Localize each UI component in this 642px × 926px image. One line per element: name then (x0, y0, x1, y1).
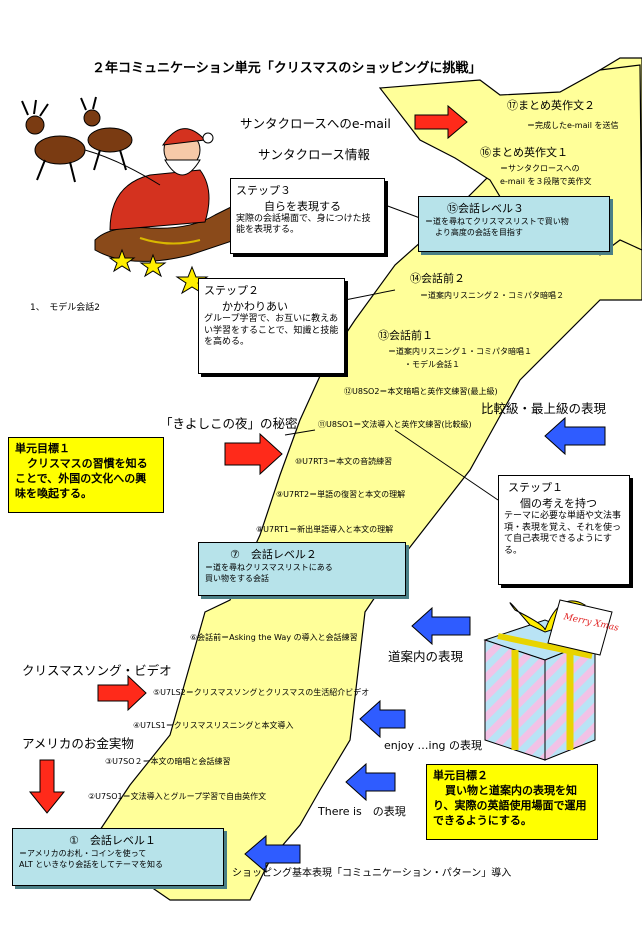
step-3-box: ステップ３ 自らを表現する 実際の会話場面で、身につけた技能を表現する。 (230, 178, 385, 254)
level-3-line1: ＝道を尋ねてクリスマスリストで買い物 (425, 217, 569, 226)
level-3-line2: より高度の会話を目指す (435, 228, 523, 237)
lesson-item-12: ⑫U8SO2＝本文暗唱と英作文練習(最上級) (344, 387, 498, 396)
blue-arrow-icon (411, 606, 471, 646)
red-arrow-icon (97, 674, 147, 712)
label-there-is: There is の表現 (318, 805, 406, 818)
step-1-title: ステップ１ (508, 481, 563, 494)
star-icon (139, 253, 167, 278)
step-3-body: 実際の会話場面で、身につけた技能を表現する。 (236, 214, 371, 236)
unit-goal-2-title: 単元目標２ (433, 769, 488, 782)
label-directions: 道案内の表現 (388, 649, 464, 664)
blue-arrow-icon (544, 416, 606, 456)
label-model-dialog: 1、 モデル会話2 (30, 303, 100, 313)
lesson-item-5: ⑤U7LS2＝クリスマスソングとクリスマスの生活紹介ビデオ (153, 688, 370, 697)
unit-goal-1-box: 単元目標１ クリスマスの習慣を知ることで、外国の文化への興味を喚起する。 (8, 437, 164, 513)
step-2-title: ステップ２ (204, 284, 259, 297)
lesson-item-16-line1: ＝サンタクロースへの (500, 164, 580, 173)
step-1-body: テーマに必要な単語や文法事項・表現を覚え、それを使って自己表現できるようにする。 (504, 511, 622, 557)
santa-sleigh-illustration (21, 96, 243, 262)
lesson-item-13-line1: ＝道案内リスニング１・コミパタ暗唱１ (388, 347, 532, 356)
lesson-item-14-title: ⑭会話前２ (410, 272, 465, 285)
label-america-money: アメリカのお金実物 (22, 736, 134, 751)
level-1-line1: ＝アメリカのお札・コインを使って (19, 849, 147, 858)
unit-goal-1-title: 単元目標１ (15, 442, 70, 455)
conversation-level-1-box: ① 会話レベル１ ＝アメリカのお札・コインを使って ALT といきなり会話をして… (12, 828, 224, 886)
unit-goal-2-box: 単元目標２ 買い物と道案内の表現を知り、実際の英語使用場面で運用できるようにする… (426, 764, 598, 840)
lesson-item-4: ④U7LS1＝クリスマスリスニングと本文導入 (133, 721, 294, 730)
level-1-line2: ALT といきなり会話をしてテーマを知る (19, 860, 164, 869)
page-title: ２年コミュニケーション単元「クリスマスのショッピングに挑戦」 (92, 61, 482, 76)
lesson-item-8: ⑧U7RT1＝新出単語導入と本文の理解 (256, 525, 394, 534)
lesson-item-16-title: ⑯まとめ英作文１ (480, 146, 568, 159)
gift-box-illustration (483, 599, 613, 761)
step-1-subtitle: 個の考えを持つ (520, 497, 597, 510)
label-santa-email: サンタクロースへのe-mail (240, 116, 391, 131)
label-christmas-song: クリスマスソング・ビデオ (22, 663, 172, 678)
lesson-item-16-line2: e-mail を３段階で英作文 (500, 177, 592, 186)
blue-arrow-icon (345, 762, 396, 802)
label-santa-info: サンタクロース情報 (258, 147, 370, 162)
lesson-item-13-line2: ・モデル会話１ (404, 360, 460, 369)
lesson-item-14-line1: ＝道案内リスニング２・コミパタ暗唱２ (420, 291, 564, 300)
unit-goal-2-body: 買い物と道案内の表現を知り、実際の英語使用場面で運用できるようにする。 (433, 783, 587, 827)
red-arrow-icon (28, 759, 66, 814)
blue-arrow-icon (244, 834, 301, 874)
conversation-level-3-box: ⑮会話レベル３ ＝道を尋ねてクリスマスリストで買い物 より高度の会話を目指す (418, 196, 610, 252)
star-icon (108, 248, 136, 273)
label-silent-night: 「きよしこの夜」の秘密 (160, 416, 298, 431)
conversation-level-2-box: ⑦ 会話レベル２ ＝道を尋ねクリスマスリストにある 買い物をする会話 (198, 542, 406, 596)
lesson-item-3: ③U7SO２＝本文の暗唱と会話練習 (105, 757, 231, 766)
label-comparative: 比較級・最上級の表現 (481, 401, 607, 416)
blue-arrow-icon (359, 699, 406, 739)
lesson-item-10: ⑩U7RT3＝本文の音読練習 (295, 457, 393, 466)
level-2-line1: ＝道を尋ねクリスマスリストにある (205, 563, 333, 572)
step-3-title: ステップ３ (236, 184, 291, 197)
label-shopping-basic: ショッピング基本表現「コミュニケーション・パターン」導入 (232, 868, 512, 879)
step-1-box: ステップ１ 個の考えを持つ テーマに必要な単語や文法事項・表現を覚え、それを使っ… (498, 475, 630, 585)
level-1-title: ① 会話レベル１ (69, 834, 156, 847)
lesson-item-9: ⑨U7RT2＝単語の復習と本文の理解 (276, 490, 406, 499)
unit-goal-1-body: クリスマスの習慣を知ることで、外国の文化への興味を喚起する。 (15, 456, 148, 500)
red-arrow-icon (414, 104, 468, 140)
lesson-item-17-title: ⑰まとめ英作文２ (507, 99, 595, 112)
step-3-subtitle: 自らを表現する (264, 200, 341, 213)
lesson-item-6: ⑥会話前＝Asking the Way の導入と会話練習 (190, 633, 358, 642)
star-icon (175, 265, 209, 295)
step-2-box: ステップ２ かかわりあい グループ学習で、お互いに教えあい学習をすることで、知識… (198, 278, 345, 374)
step-2-subtitle: かかわりあい (222, 300, 288, 313)
level-3-title: ⑮会話レベル３ (447, 202, 524, 215)
lesson-item-13-title: ⑬会話前１ (378, 329, 433, 342)
level-2-line2: 買い物をする会話 (205, 574, 269, 583)
red-arrow-icon (224, 432, 283, 476)
label-enjoy-ing: enjoy …ing の表現 (384, 739, 483, 752)
lesson-item-11: ⑪U8SO1＝文法導入と英作文練習(比較級) (318, 420, 472, 429)
level-2-title: ⑦ 会話レベル２ (230, 548, 317, 561)
step-2-body: グループ学習で、お互いに教えあい学習をすることで、知識と技能を高める。 (204, 314, 339, 348)
lesson-item-17-line1: ＝完成したe-mail を送信 (527, 121, 619, 130)
lesson-item-2: ②U7SO1＝文法導入とグループ学習で自由英作文 (88, 792, 267, 801)
